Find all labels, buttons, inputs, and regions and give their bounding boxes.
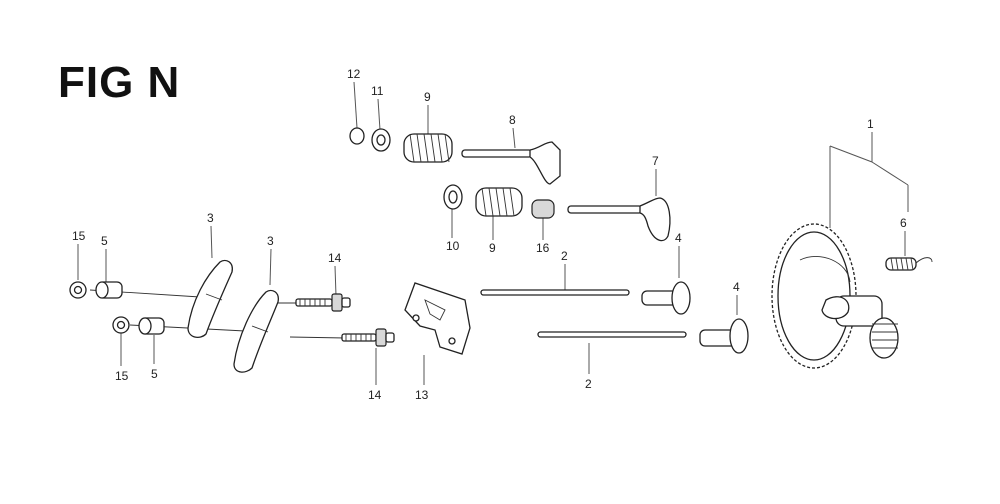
- nut-15-top: [69, 281, 87, 299]
- push-rod-2-top: [480, 289, 630, 296]
- svg-text:15: 15: [72, 229, 86, 243]
- callout-10: 10: [446, 209, 460, 253]
- adjuster-5-bottom: [138, 317, 165, 335]
- guide-plate-13: [404, 282, 471, 355]
- callout-7: 7: [652, 154, 659, 196]
- valve-cotter-12: [349, 127, 365, 145]
- svg-text:14: 14: [328, 251, 342, 265]
- push-rod-2-bottom: [537, 331, 687, 338]
- svg-text:9: 9: [489, 241, 496, 255]
- callout-14-bottom: 14: [368, 348, 382, 402]
- callout-4-bottom: 4: [733, 280, 740, 315]
- svg-text:3: 3: [267, 234, 274, 248]
- svg-text:8: 8: [509, 113, 516, 127]
- adjuster-5-top: [95, 281, 123, 299]
- callout-3-left: 3: [207, 211, 214, 259]
- svg-text:6: 6: [900, 216, 907, 230]
- svg-text:4: 4: [675, 231, 682, 245]
- rocker-arm-3-right: [233, 289, 279, 373]
- callout-2-top: 2: [561, 249, 568, 290]
- callout-5-bottom: 5: [151, 335, 158, 381]
- svg-text:5: 5: [101, 234, 108, 248]
- camshaft-gear-1: [771, 223, 899, 369]
- figure-title: FIG N: [58, 58, 181, 107]
- valve-8: [461, 141, 561, 185]
- svg-text:2: 2: [585, 377, 592, 391]
- svg-text:13: 13: [415, 388, 429, 402]
- svg-text:4: 4: [733, 280, 740, 294]
- spring-retainer-11: [371, 128, 391, 152]
- svg-text:2: 2: [561, 249, 568, 263]
- callout-6: 6: [900, 216, 907, 256]
- svg-text:15: 15: [115, 369, 129, 383]
- nut-15-bottom: [112, 316, 130, 334]
- callout-14-top: 14: [328, 251, 342, 297]
- callout-13: 13: [415, 355, 429, 402]
- pivot-bolt-14-bottom: [341, 328, 395, 347]
- callout-11: 11: [371, 84, 384, 131]
- svg-text:9: 9: [424, 90, 431, 104]
- stem-seal-16: [531, 199, 555, 219]
- callout-15-top: 15: [72, 229, 86, 280]
- svg-text:3: 3: [207, 211, 214, 225]
- retainer-10: [443, 184, 463, 210]
- callout-9-top: 9: [424, 90, 431, 134]
- svg-text:10: 10: [446, 239, 460, 253]
- callout-4-top: 4: [675, 231, 682, 278]
- svg-text:16: 16: [536, 241, 550, 255]
- tappet-4-top: [641, 281, 691, 315]
- valve-spring-9-bottom: [475, 187, 523, 217]
- callout-1: 1: [829, 117, 909, 228]
- valve-7: [567, 197, 671, 242]
- svg-text:5: 5: [151, 367, 158, 381]
- pivot-bolt-14-top: [295, 293, 351, 312]
- svg-text:1: 1: [867, 117, 874, 131]
- callout-15-bottom: 15: [115, 330, 129, 383]
- callout-12: 12: [347, 67, 361, 129]
- callout-3-right: 3: [267, 234, 274, 286]
- callout-16: 16: [536, 218, 550, 255]
- svg-text:11: 11: [371, 84, 384, 98]
- svg-text:12: 12: [347, 67, 361, 81]
- svg-text:14: 14: [368, 388, 382, 402]
- rocker-arm-3-left: [187, 259, 233, 339]
- callout-2-bottom: 2: [585, 343, 592, 391]
- callout-5-top: 5: [101, 234, 108, 282]
- spring-6: [885, 257, 933, 271]
- valve-spring-9-top: [403, 133, 453, 163]
- callout-8: 8: [509, 113, 516, 149]
- tappet-4-bottom: [699, 318, 749, 354]
- callout-9-bottom: 9: [489, 216, 496, 255]
- svg-text:7: 7: [652, 154, 659, 168]
